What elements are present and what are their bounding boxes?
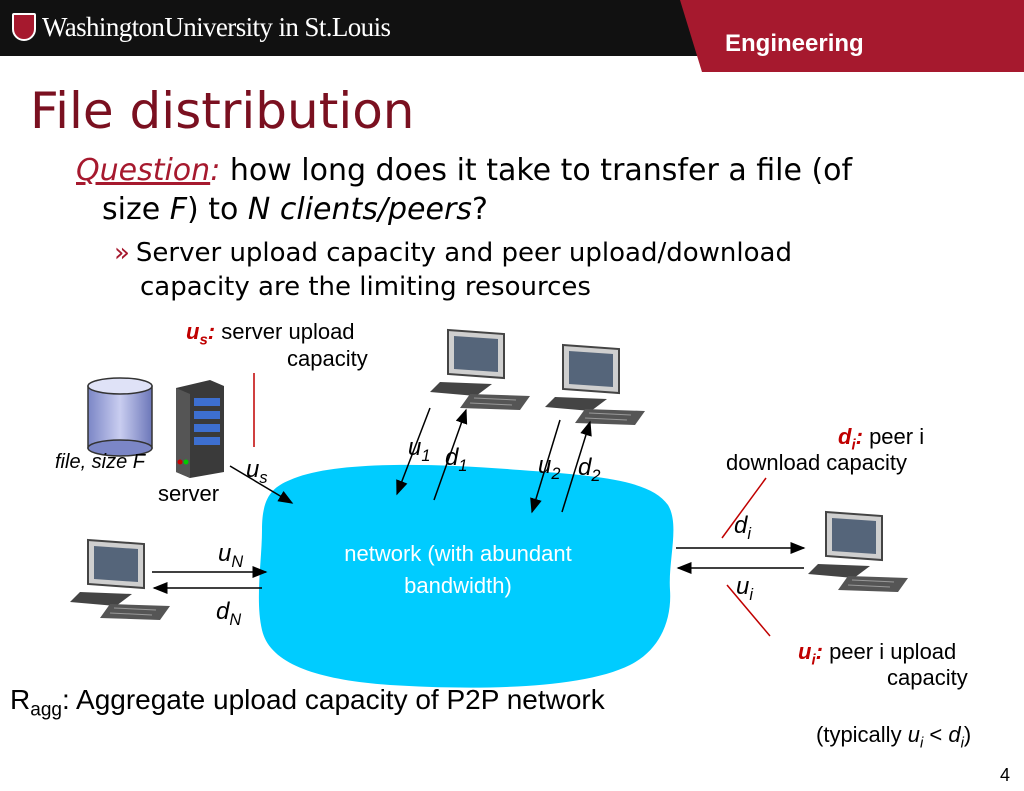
network-cloud [258, 464, 674, 688]
question-text-2b: ) to [186, 192, 248, 227]
ragg-definition: Ragg: Aggregate upload capacity of P2P n… [10, 684, 605, 722]
di-var: d [734, 512, 748, 539]
typ-close: ) [963, 722, 972, 747]
typically-note: (typically ui < di) [816, 722, 971, 751]
us-arrow-sub: s [259, 468, 268, 487]
callout-ui [726, 584, 771, 637]
di-legend-var: d [838, 424, 852, 449]
university-crest-icon [12, 13, 36, 41]
university-name: WashingtonUniversity in St.Louis [42, 12, 391, 42]
question-line-2: size F) to N clients/peers? [102, 191, 488, 229]
question-text-2a: size [102, 192, 170, 227]
header-red-band [680, 0, 1024, 72]
typ-open: (typically [816, 722, 908, 747]
u2-sub: 2 [551, 464, 561, 483]
dN-sub: N [229, 610, 242, 629]
us-desc-2: capacity [287, 346, 368, 371]
d2-label: d2 [578, 454, 600, 486]
ui-legend: ui: peer i upload [798, 639, 956, 668]
ui-legend-colon: : [815, 639, 823, 664]
server-icon [176, 380, 224, 478]
file-cylinder-icon [87, 377, 153, 457]
question-text-2c: ? [471, 192, 488, 227]
typ-lt: < [923, 722, 949, 747]
question-line-1: Question: how long does it take to trans… [76, 150, 996, 192]
dN-var: d [216, 598, 230, 625]
u1-sub: 1 [421, 446, 431, 465]
ui-sub: i [749, 585, 753, 604]
u2-label: u2 [538, 452, 560, 484]
u1-var: u [408, 434, 422, 461]
ragg-text: : Aggregate upload capacity of P2P netwo… [62, 684, 605, 715]
ui-legend-sub: i [811, 651, 816, 669]
arrow-us [229, 465, 294, 504]
u1-label: u1 [408, 434, 430, 466]
typ-dsub: i [960, 734, 964, 752]
arrow-u2 [530, 419, 561, 514]
d1-label: d1 [445, 444, 467, 476]
d2-var: d [578, 454, 592, 481]
ui-var: u [736, 573, 750, 600]
ui-desc-2: capacity [887, 665, 968, 690]
arrow-d2 [561, 420, 592, 513]
di-desc-2: download capacity [726, 450, 908, 475]
peer-i-computer-icon [808, 510, 908, 592]
us-arrow-label: us [246, 456, 268, 488]
u2-var: u [538, 452, 552, 479]
sub-bullet: »Server upload capacity and peer upload/… [114, 236, 792, 304]
uN-label: uN [218, 540, 243, 572]
question-label: Question [76, 153, 211, 188]
di-legend-sub: i [851, 436, 856, 454]
uN-var: u [218, 540, 232, 567]
question-colon: : [210, 153, 221, 188]
d1-var: d [445, 444, 459, 471]
di-desc-1: peer i [869, 424, 925, 449]
ui-desc-1: peer i upload [829, 639, 957, 664]
server-label: server [158, 481, 220, 506]
ragg-r: R [10, 684, 31, 715]
us-label: us: server upload [186, 319, 355, 348]
bullet-line-2: capacity are the limiting resources [140, 272, 591, 302]
var-f: F [169, 192, 187, 227]
us-label-var: u [186, 319, 200, 344]
file-label: file, size F [55, 451, 146, 473]
slide-title: File distribution [30, 82, 415, 140]
ragg-sub: agg [30, 699, 62, 721]
dN-label: dN [216, 598, 241, 630]
di-sub: i [747, 524, 751, 543]
us-label-sub: s [199, 331, 208, 349]
callout-di [721, 477, 767, 539]
uN-sub: N [231, 552, 244, 571]
typ-d: d [948, 722, 961, 747]
network-label: network (with abundant bandwidth) [344, 541, 572, 598]
ui-arrow-label: ui [736, 573, 753, 605]
typ-u: u [907, 722, 920, 747]
typ-usub: i [919, 734, 924, 752]
us-desc-1: server upload [221, 319, 355, 344]
us-label-colon: : [207, 319, 216, 344]
peer-1-computer-icon [430, 328, 530, 410]
bullet-mark: » [114, 238, 130, 268]
arrow-u1 [396, 407, 431, 496]
arrow-d1 [433, 408, 468, 501]
page-number: 4 [1000, 765, 1011, 785]
peer-n-computer-icon [70, 538, 170, 620]
bullet-line-1: Server upload capacity and peer upload/d… [135, 238, 792, 268]
school-name: Engineering [725, 30, 864, 57]
d2-sub: 2 [591, 466, 601, 485]
d1-sub: 1 [458, 456, 468, 475]
us-arrow-var: u [246, 456, 260, 483]
di-arrow-label: di [734, 512, 751, 544]
var-n: N clients/peers [247, 192, 472, 227]
peer-2-computer-icon [545, 343, 645, 425]
di-legend-colon: : [855, 424, 863, 449]
question-text-1: how long does it take to transfer a file… [220, 153, 853, 188]
di-legend: di: peer i [838, 424, 924, 453]
ui-legend-var: u [798, 639, 812, 664]
